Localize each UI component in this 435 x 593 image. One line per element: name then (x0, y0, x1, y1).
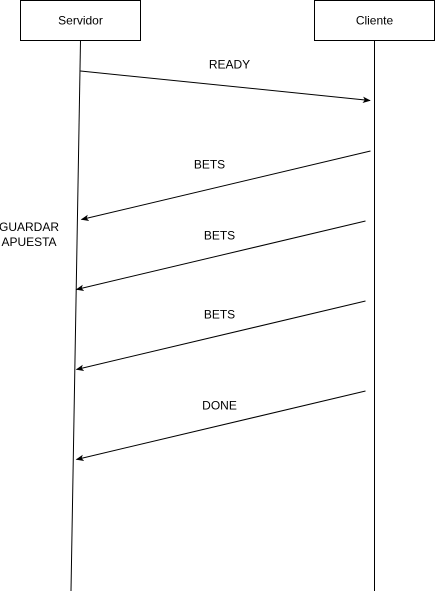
message-bets-3-label: BETS (204, 308, 235, 322)
participant-server: Servidor (20, 0, 141, 41)
message-bets-2: BETS (75, 220, 366, 291)
message-bets-3-arrow (75, 300, 366, 371)
message-done-arrow (75, 390, 366, 461)
message-ready: READY (80, 58, 371, 103)
message-done-label: DONE (202, 399, 237, 413)
server-note: GUARDAR APUESTA (0, 220, 59, 249)
participant-server-label: Servidor (58, 14, 103, 28)
message-bets-1-label: BETS (194, 158, 225, 172)
participant-client: Cliente (314, 0, 435, 41)
lifeline-server (70, 40, 81, 592)
message-bets-3: BETS (75, 300, 366, 371)
message-ready-arrow (80, 70, 371, 103)
message-ready-label: READY (209, 58, 250, 72)
message-done: DONE (75, 390, 366, 461)
message-bets-1: BETS (80, 150, 371, 221)
participant-server-box (20, 0, 141, 41)
participant-client-box (314, 0, 435, 41)
message-bets-2-label: BETS (204, 229, 235, 243)
participant-client-label: Cliente (356, 14, 394, 28)
server-note-line-2: APUESTA (1, 235, 56, 249)
server-note-line-1: GUARDAR (0, 220, 59, 234)
message-bets-1-arrow (80, 150, 371, 221)
message-bets-2-arrow (75, 220, 366, 291)
